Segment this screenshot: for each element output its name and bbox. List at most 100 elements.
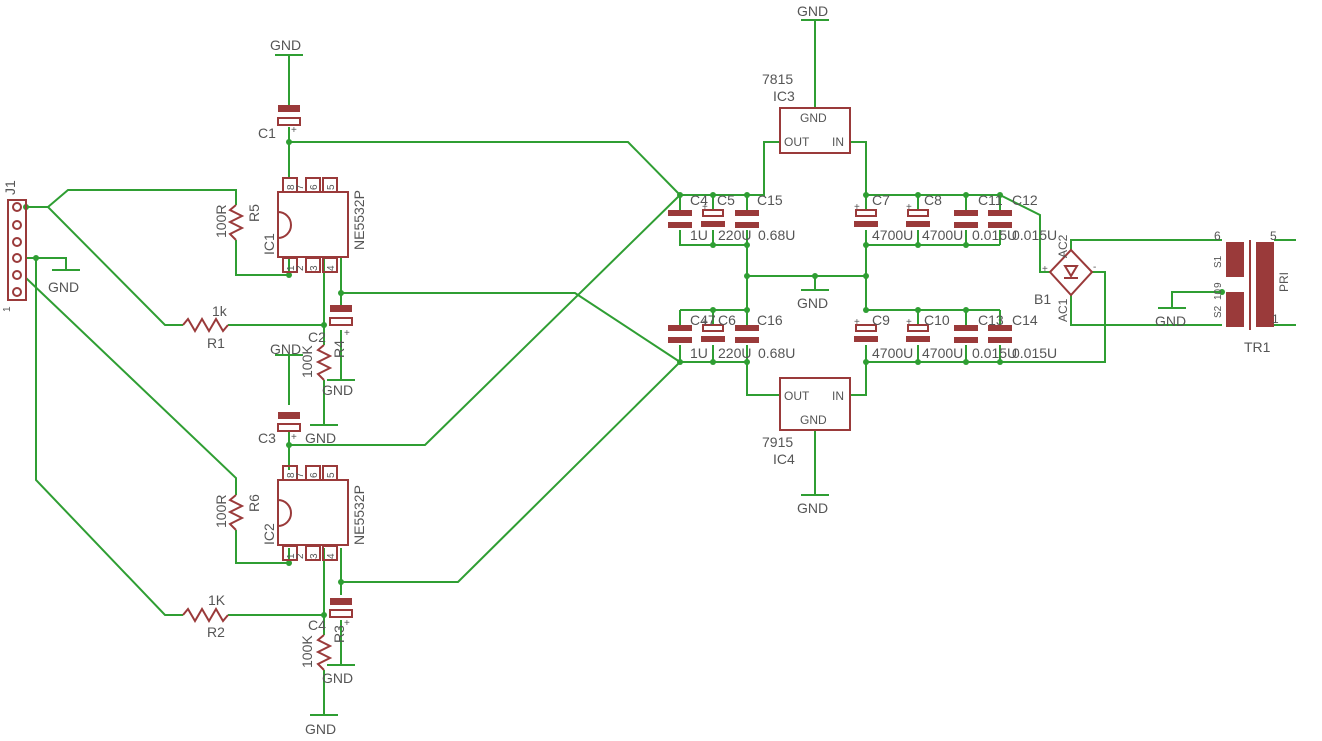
b1-ac2: AC2: [1056, 234, 1070, 258]
tr1-pin-9: 9: [1213, 282, 1224, 288]
svg-text:+: +: [854, 202, 860, 213]
ic4-pin-in: IN: [832, 389, 844, 403]
ic2-value: NE5532P: [351, 485, 367, 545]
r3-name: R3: [331, 625, 347, 643]
c4-name: C4: [308, 617, 326, 633]
ic4-pin-out: OUT: [784, 389, 810, 403]
ic2-pin-2: 2: [295, 553, 306, 559]
c10-value: 4700U: [922, 345, 963, 361]
c11-value: 0.015U: [972, 227, 1017, 243]
c15-name: C15: [757, 192, 783, 208]
r5-value: 100R: [213, 205, 229, 238]
regulator-ic4: OUT IN GND 7915 IC4: [762, 377, 851, 467]
ic1-pin-7: 7: [295, 184, 306, 190]
r4-name: R4: [331, 340, 347, 358]
r1-name: R1: [207, 335, 225, 351]
opamp-ic2: 8 7 6 5 1 2 3 4 IC2 NE5532P: [261, 465, 367, 561]
r3-value: 100K: [299, 635, 315, 668]
svg-text:+: +: [854, 317, 860, 328]
ic4-value: 7915: [762, 434, 793, 450]
c6-name: C6: [718, 312, 736, 328]
ic2-pin-3: 3: [309, 553, 320, 559]
ic1-pin-8: 8: [286, 184, 297, 190]
ic1-pin-2: 2: [295, 265, 306, 271]
j1-pin1-label: 1: [2, 306, 13, 312]
ic3-pin-out: OUT: [784, 135, 810, 149]
c13-value: 0.015U: [972, 345, 1017, 361]
ground-symbols: GND GND GND GND GND GND GND GND GND GND …: [48, 3, 1186, 737]
svg-text:+: +: [344, 328, 350, 339]
ic4-name: IC4: [773, 451, 795, 467]
c14-name: C14: [1012, 312, 1038, 328]
tr1-pin-5: 5: [1270, 229, 1277, 243]
junctions: [23, 139, 1225, 618]
gnd-label: GND: [322, 670, 353, 686]
c15-value: 0.68U: [758, 227, 795, 243]
gnd-label: GND: [1155, 313, 1186, 329]
r6-value: 100R: [213, 495, 229, 528]
gnd-label: GND: [270, 341, 301, 357]
ic1-pin-3: 3: [309, 265, 320, 271]
c1-name: C1: [258, 125, 276, 141]
gnd-label: GND: [322, 382, 353, 398]
gnd-label: GND: [797, 3, 828, 19]
gnd-label: GND: [797, 500, 828, 516]
c47-value: 1U: [690, 345, 708, 361]
b1-ac1: AC1: [1056, 298, 1070, 322]
gnd-label: GND: [797, 295, 828, 311]
c4b-name: C4: [690, 192, 708, 208]
left-capacitors: + C1 + C2 + C3 + C4: [258, 105, 353, 633]
ic2-name: IC2: [261, 523, 277, 545]
c9-value: 4700U: [872, 345, 913, 361]
ic4-pin-gnd: GND: [800, 413, 827, 427]
c12-value: 0.015U: [1012, 227, 1057, 243]
b1-plus: +: [1042, 264, 1048, 275]
tr1-pin-1: 1: [1272, 312, 1279, 326]
ic3-pin-gnd: GND: [800, 111, 827, 125]
svg-text:+: +: [906, 202, 912, 213]
wires: [25, 20, 1222, 715]
c11-name: C11: [978, 192, 1003, 208]
svg-text:+: +: [906, 317, 912, 328]
ic1-pin-5: 5: [326, 184, 337, 190]
r4-value: 100K: [299, 345, 315, 378]
c4b-value: 1U: [690, 227, 708, 243]
connector-j1: J1 1: [2, 180, 27, 312]
ic2-pin-8: 8: [286, 472, 297, 478]
ic3-value: 7815: [762, 71, 793, 87]
c9-name: C9: [872, 312, 890, 328]
b1-name: B1: [1034, 291, 1051, 307]
svg-text:+: +: [702, 317, 708, 328]
r1-value: 1k: [212, 303, 228, 319]
transformer-tr1: S1 S2 PRI 6 5 9 10 1 TR1: [1213, 229, 1296, 355]
c8-value: 4700U: [922, 227, 963, 243]
bridge-rectifier-b1: + - AC2 AC1 B1: [1034, 234, 1096, 322]
opamp-ic1: 8 7 6 5 1 2 3 4 IC1 NE5532P: [261, 177, 367, 273]
gnd-label: GND: [305, 430, 336, 446]
gnd-label: GND: [270, 37, 301, 53]
resistors: 1k R1 1K R2 100R R5 100R R6 100K R4 100K…: [182, 204, 347, 671]
right-capacitors: + + C7 C8 C11 C12 4700U 4700U 0.015U 0.0…: [854, 192, 1057, 361]
tr1-pri: PRI: [1277, 272, 1291, 292]
c3-name: C3: [258, 430, 276, 446]
ic1-name: IC1: [261, 233, 277, 255]
r2-value: 1K: [208, 592, 226, 608]
ic2-pin-5: 5: [326, 472, 337, 478]
j1-label: J1: [2, 180, 18, 195]
gnd-label: GND: [48, 279, 79, 295]
c13-name: C13: [978, 312, 1004, 328]
c14-value: 0.015U: [1012, 345, 1057, 361]
r2-name: R2: [207, 624, 225, 640]
c5-name: C5: [717, 192, 735, 208]
ic2-pin-4: 4: [326, 553, 337, 559]
c7-name: C7: [872, 192, 890, 208]
c5-value: 220U: [718, 227, 751, 243]
middle-capacitors: + C4 C5 C15 1U 220U 0.68U + C47 C6 C16 1…: [668, 192, 795, 361]
tr1-name: TR1: [1244, 339, 1271, 355]
svg-text:+: +: [702, 202, 708, 213]
svg-text:+: +: [291, 125, 297, 136]
ic1-pin-6: 6: [309, 184, 320, 190]
c16-name: C16: [757, 312, 783, 328]
ic2-pin-6: 6: [309, 472, 320, 478]
